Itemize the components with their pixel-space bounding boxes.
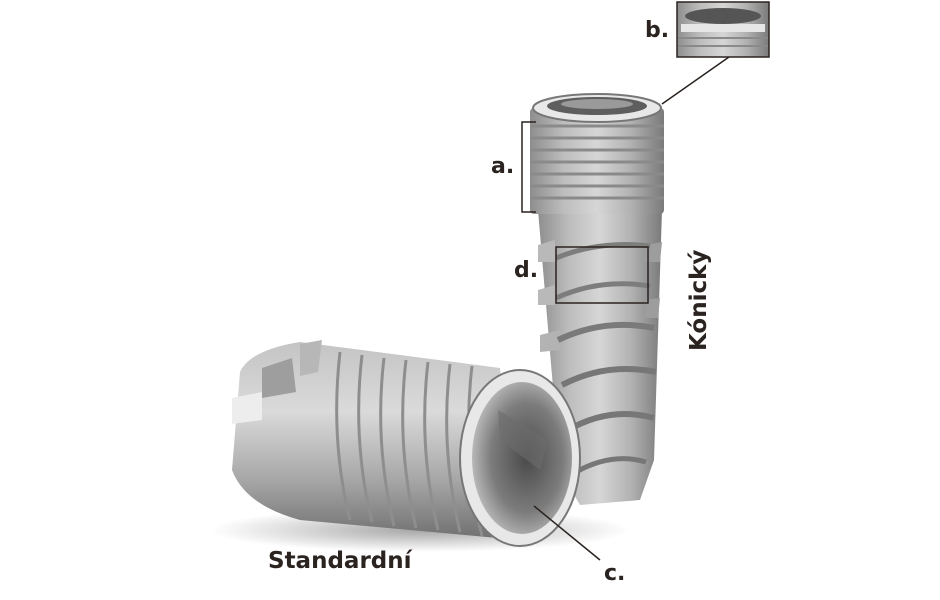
detail-b-inset <box>676 1 770 58</box>
detail-d-box <box>555 246 649 304</box>
label-a: a. <box>491 154 515 179</box>
leader-c <box>533 505 601 561</box>
standard-implant <box>232 340 581 547</box>
label-standard: Standardní <box>268 548 412 574</box>
label-b: b. <box>645 18 670 43</box>
label-c: c. <box>604 561 626 586</box>
label-conical: Kónický <box>686 249 712 351</box>
bracket-a <box>521 121 536 213</box>
conical-implant <box>530 93 664 505</box>
label-d: d. <box>514 258 539 283</box>
leader-b <box>661 56 730 105</box>
